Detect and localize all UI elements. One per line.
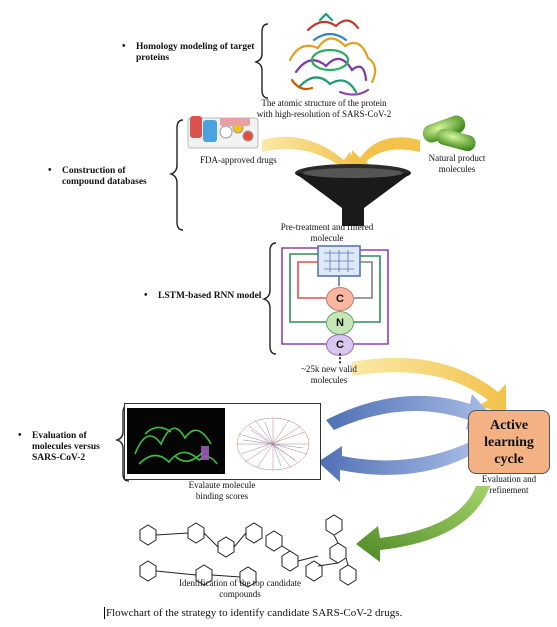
- figure-caption: Flowchart of the strategy to identify ca…: [104, 607, 403, 619]
- protein-caption: The atomic structure of the protein with…: [256, 98, 392, 119]
- stage-label-evaluation: Evaluation of molecules versus SARS-CoV-…: [32, 431, 100, 463]
- funnel-icon: [295, 164, 411, 226]
- rnn-more-icon: ⋮: [334, 351, 346, 365]
- stage-bracket-3: [261, 242, 277, 355]
- blue-arrow-to-cycle: [326, 394, 494, 430]
- rnn-node-c1: C: [326, 287, 354, 311]
- bullet-3: •: [144, 290, 148, 301]
- protein-structure-illustration: [288, 12, 377, 96]
- natural-products-illustration: [422, 115, 476, 152]
- evaluation-images: [127, 408, 310, 474]
- yellow-arrow-left: [262, 136, 360, 176]
- stage-bracket-1: [253, 23, 269, 99]
- bullet-2: •: [48, 165, 52, 176]
- stage-bracket-2: [168, 119, 184, 231]
- compound-structures-illustration: [139, 514, 357, 588]
- rnn-node-n: N: [326, 311, 354, 335]
- green-arrow-to-compounds: [356, 486, 490, 562]
- refinement-label: Evaluation and refinement: [481, 474, 537, 495]
- active-learning-cycle-label: Active learning cycle: [484, 417, 534, 467]
- blue-arrow-from-cycle: [318, 440, 480, 482]
- yellow-arrow-to-cycle: [352, 357, 506, 414]
- filtered-molecule-label: Pre-treatment and filtered molecule: [280, 222, 374, 243]
- stage-label-databases: Construction of compound databases: [62, 166, 147, 187]
- new-molecules-label: ~25k new valid molecules: [301, 364, 357, 385]
- bullet-1: •: [122, 41, 126, 52]
- rnn-diagram: [281, 245, 389, 345]
- stage-label-homology: Homology modeling of target proteins: [136, 42, 255, 63]
- natural-products-label: Natural product molecules: [428, 153, 486, 174]
- top-compounds-label: Identification of the top candidate comp…: [179, 578, 301, 599]
- stage-bracket-4: [114, 404, 130, 482]
- stage-label-lstm: LSTM-based RNN model: [158, 291, 262, 301]
- binding-scores-label: Evalaute molecule binding scores: [188, 480, 256, 501]
- rnn-node-c2: C: [326, 334, 354, 356]
- fda-drugs-illustration: [187, 116, 259, 149]
- active-learning-cycle-box: Active learning cycle: [468, 410, 550, 474]
- fda-drugs-label: FDA-approved drugs: [200, 155, 277, 165]
- evaluation-image-frame: [124, 403, 321, 480]
- bullet-4: •: [18, 430, 22, 441]
